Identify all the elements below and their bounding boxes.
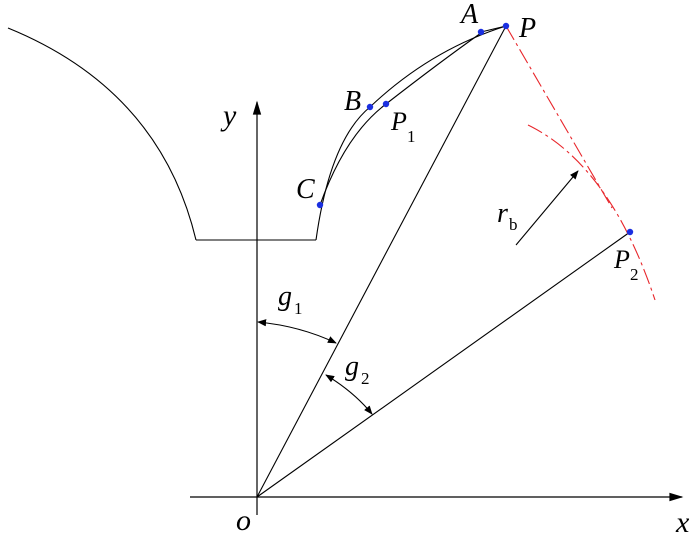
rb-radius-arrow [515,170,579,246]
angle-arc-g1 [257,319,337,344]
angle-arc-g2 [325,374,373,415]
label-y-axis: y [220,99,237,132]
label-rb-subscript: b [509,215,518,234]
label-c: C [296,174,315,205]
label-g2: g [345,351,359,382]
point-p [502,22,510,30]
dashed-tangent-line [505,25,613,209]
radial-line-op [256,25,507,498]
label-g2-subscript: 2 [361,369,370,388]
radial-line-op2 [256,231,631,498]
slot-outline-arc [7,27,197,241]
point-p2 [626,228,634,236]
point-a [477,28,485,36]
label-origin: o [236,504,251,537]
label-p2-subscript: 2 [630,265,639,284]
label-x-axis: x [675,506,690,539]
label-p2: P [613,245,630,274]
chord-a-p [480,25,507,33]
point-p1 [382,100,390,108]
label-b: B [344,86,361,117]
label-a: A [459,0,479,30]
point-c [316,201,324,209]
label-g1: g [278,281,292,312]
label-p: P [518,13,536,44]
label-p1: P [390,107,407,136]
label-p1-subscript: 1 [407,127,416,146]
dashed-base-arc [527,124,656,301]
label-rb: r [497,198,508,229]
label-g1-subscript: 1 [294,299,303,318]
point-b [366,103,374,111]
